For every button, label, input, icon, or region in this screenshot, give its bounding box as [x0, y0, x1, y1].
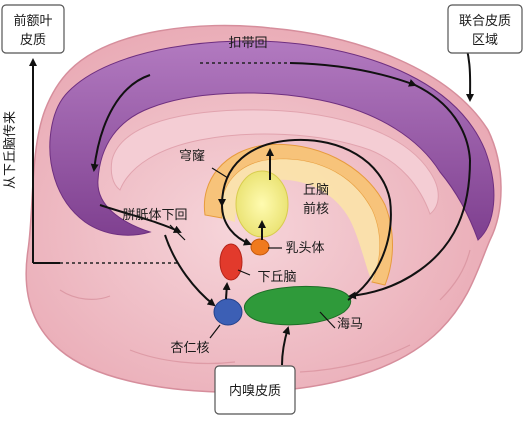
pathway-arrows	[29, 31, 475, 366]
fornix-inner	[221, 159, 380, 282]
prefrontal-label-1: 前额叶	[13, 13, 52, 29]
mammillary-label: 乳头体	[285, 241, 324, 256]
prefrontal-label-2: 皮质	[20, 33, 46, 48]
mammillary-body	[250, 238, 270, 256]
amygdala	[213, 298, 243, 326]
association-label-2: 区域	[472, 33, 498, 48]
cingulate-label: 扣带回	[228, 36, 267, 51]
cingulate-gyrus	[49, 40, 495, 241]
amygdala-label: 杏仁核	[170, 341, 209, 356]
hippocampus	[244, 286, 352, 326]
association-label-1: 联合皮质	[459, 14, 511, 29]
prefrontal-box	[1, 4, 65, 54]
anterior-thalamic-label-1: 丘脑	[303, 183, 329, 198]
fornix-label: 穹窿	[179, 148, 205, 164]
association-cortex-box	[447, 4, 523, 54]
anterior-thalamic-label-2: 前核	[303, 201, 329, 217]
entorhinal-box	[214, 365, 296, 415]
hypothalamus-label: 下丘脑	[257, 270, 296, 285]
entorhinal-label: 内嗅皮质	[229, 383, 281, 399]
corpus-callosum	[110, 109, 439, 215]
from-hypothalamus-label: 从下丘脑传来	[3, 111, 18, 189]
hypothalamus	[219, 243, 243, 281]
subcallosal-label: 胼胝体下回	[122, 208, 187, 223]
hippocampus-label: 海马	[337, 317, 363, 332]
